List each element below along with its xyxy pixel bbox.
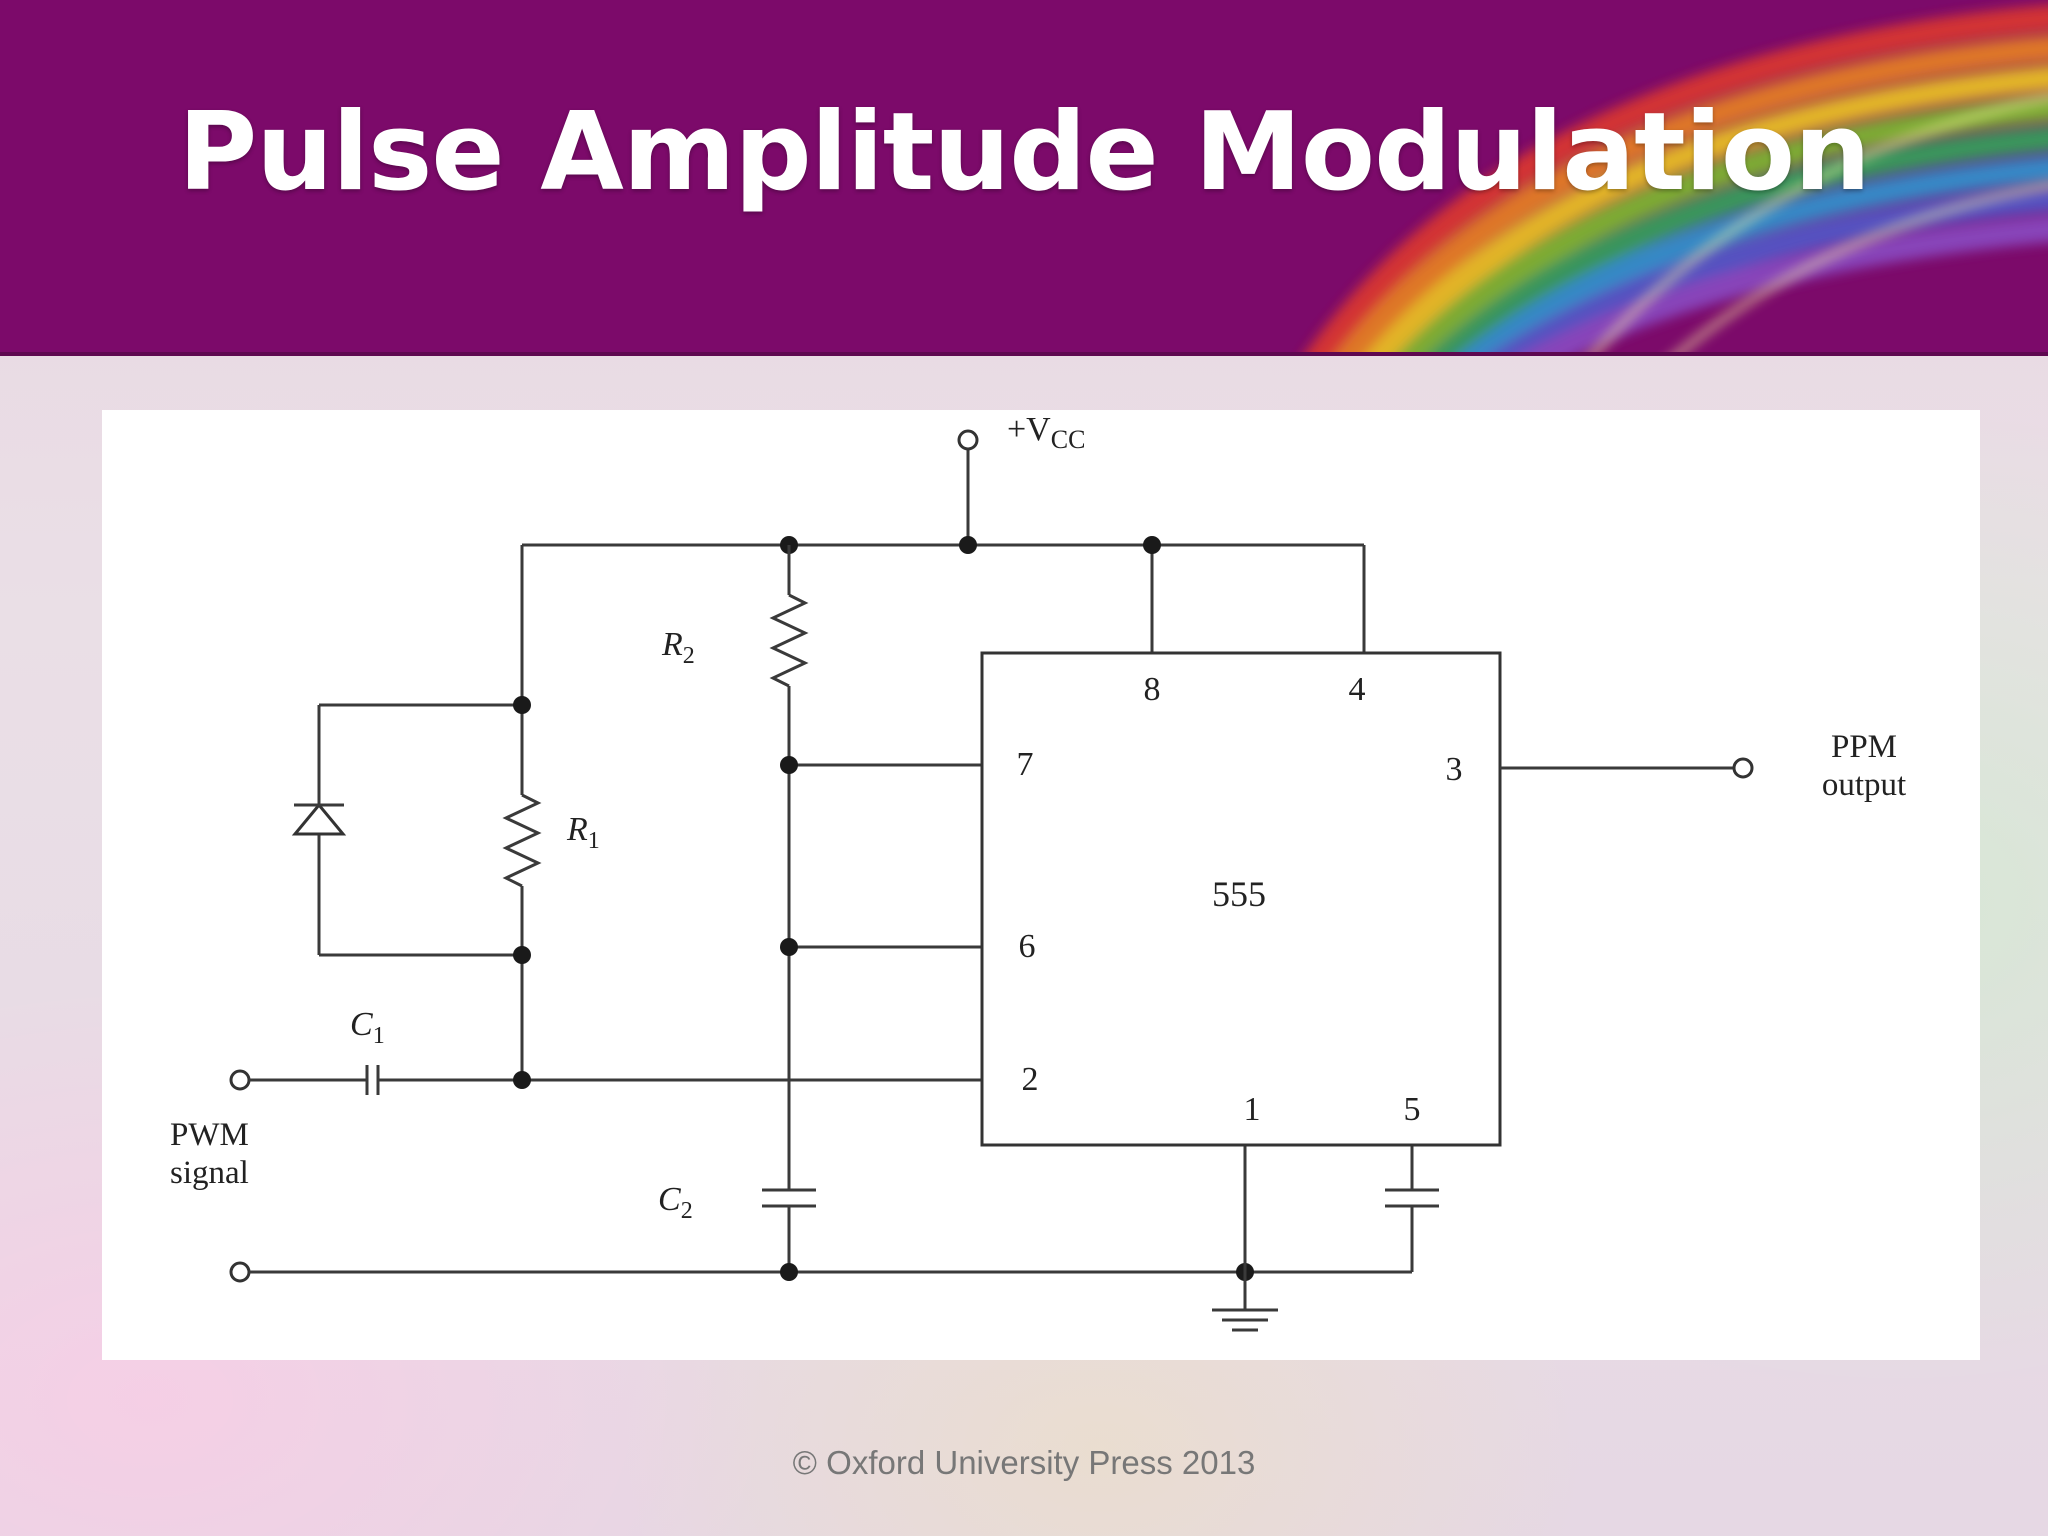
supply-rail: [522, 429, 1366, 653]
pin-6: 6: [1019, 928, 1036, 965]
vcc-terminal: [957, 429, 979, 451]
resistor-r1: [502, 793, 542, 888]
pin-7: 7: [1017, 746, 1034, 783]
ground-symbol: [1212, 1308, 1278, 1332]
ground-rail: [229, 1145, 1439, 1332]
title-banner: Pulse Amplitude Modulation: [0, 0, 2048, 356]
pin-2: 2: [1022, 1061, 1039, 1098]
ic-555: [980, 651, 1502, 1147]
ppm-label-line2: output: [1822, 767, 1906, 803]
slide-title: Pulse Amplitude Modulation: [178, 90, 1871, 215]
circuit-panel: +VCC R1: [102, 410, 1980, 1360]
c2-label: C2: [658, 1181, 693, 1224]
c1-label: C1: [350, 1006, 385, 1049]
capacitor-pin5: [1385, 1188, 1439, 1208]
rainbow-decoration: [1306, 4, 2048, 352]
pwm-input-terminal: [229, 1069, 251, 1091]
pwm-label-line1: PWM: [170, 1117, 249, 1153]
copyright-footer: © Oxford University Press 2013: [792, 1444, 1256, 1481]
capacitor-c1: [365, 1065, 380, 1095]
capacitor-c2: [762, 1188, 816, 1208]
pin-8: 8: [1144, 671, 1161, 708]
ppm-label-line1: PPM: [1831, 729, 1897, 765]
r2-label: R2: [661, 626, 695, 669]
pin-4: 4: [1349, 671, 1366, 708]
pin-1: 1: [1244, 1091, 1261, 1128]
pin-3: 3: [1446, 751, 1463, 788]
vcc-label: +VCC: [1007, 411, 1085, 454]
ppm-circuit-diagram: +VCC R1: [170, 411, 1906, 1332]
r2-c2-column: [762, 545, 982, 1272]
r1-label: R1: [566, 811, 600, 854]
ground-input-terminal: [229, 1261, 251, 1283]
pin-5: 5: [1404, 1091, 1421, 1128]
ppm-output-terminal: [1732, 757, 1754, 779]
resistor-r2: [769, 593, 809, 688]
ic-label: 555: [1212, 874, 1266, 914]
diode-symbol: [291, 802, 347, 836]
r1-branch: [291, 545, 542, 1080]
input-path: [229, 1065, 982, 1095]
pwm-label-line2: signal: [170, 1155, 249, 1191]
